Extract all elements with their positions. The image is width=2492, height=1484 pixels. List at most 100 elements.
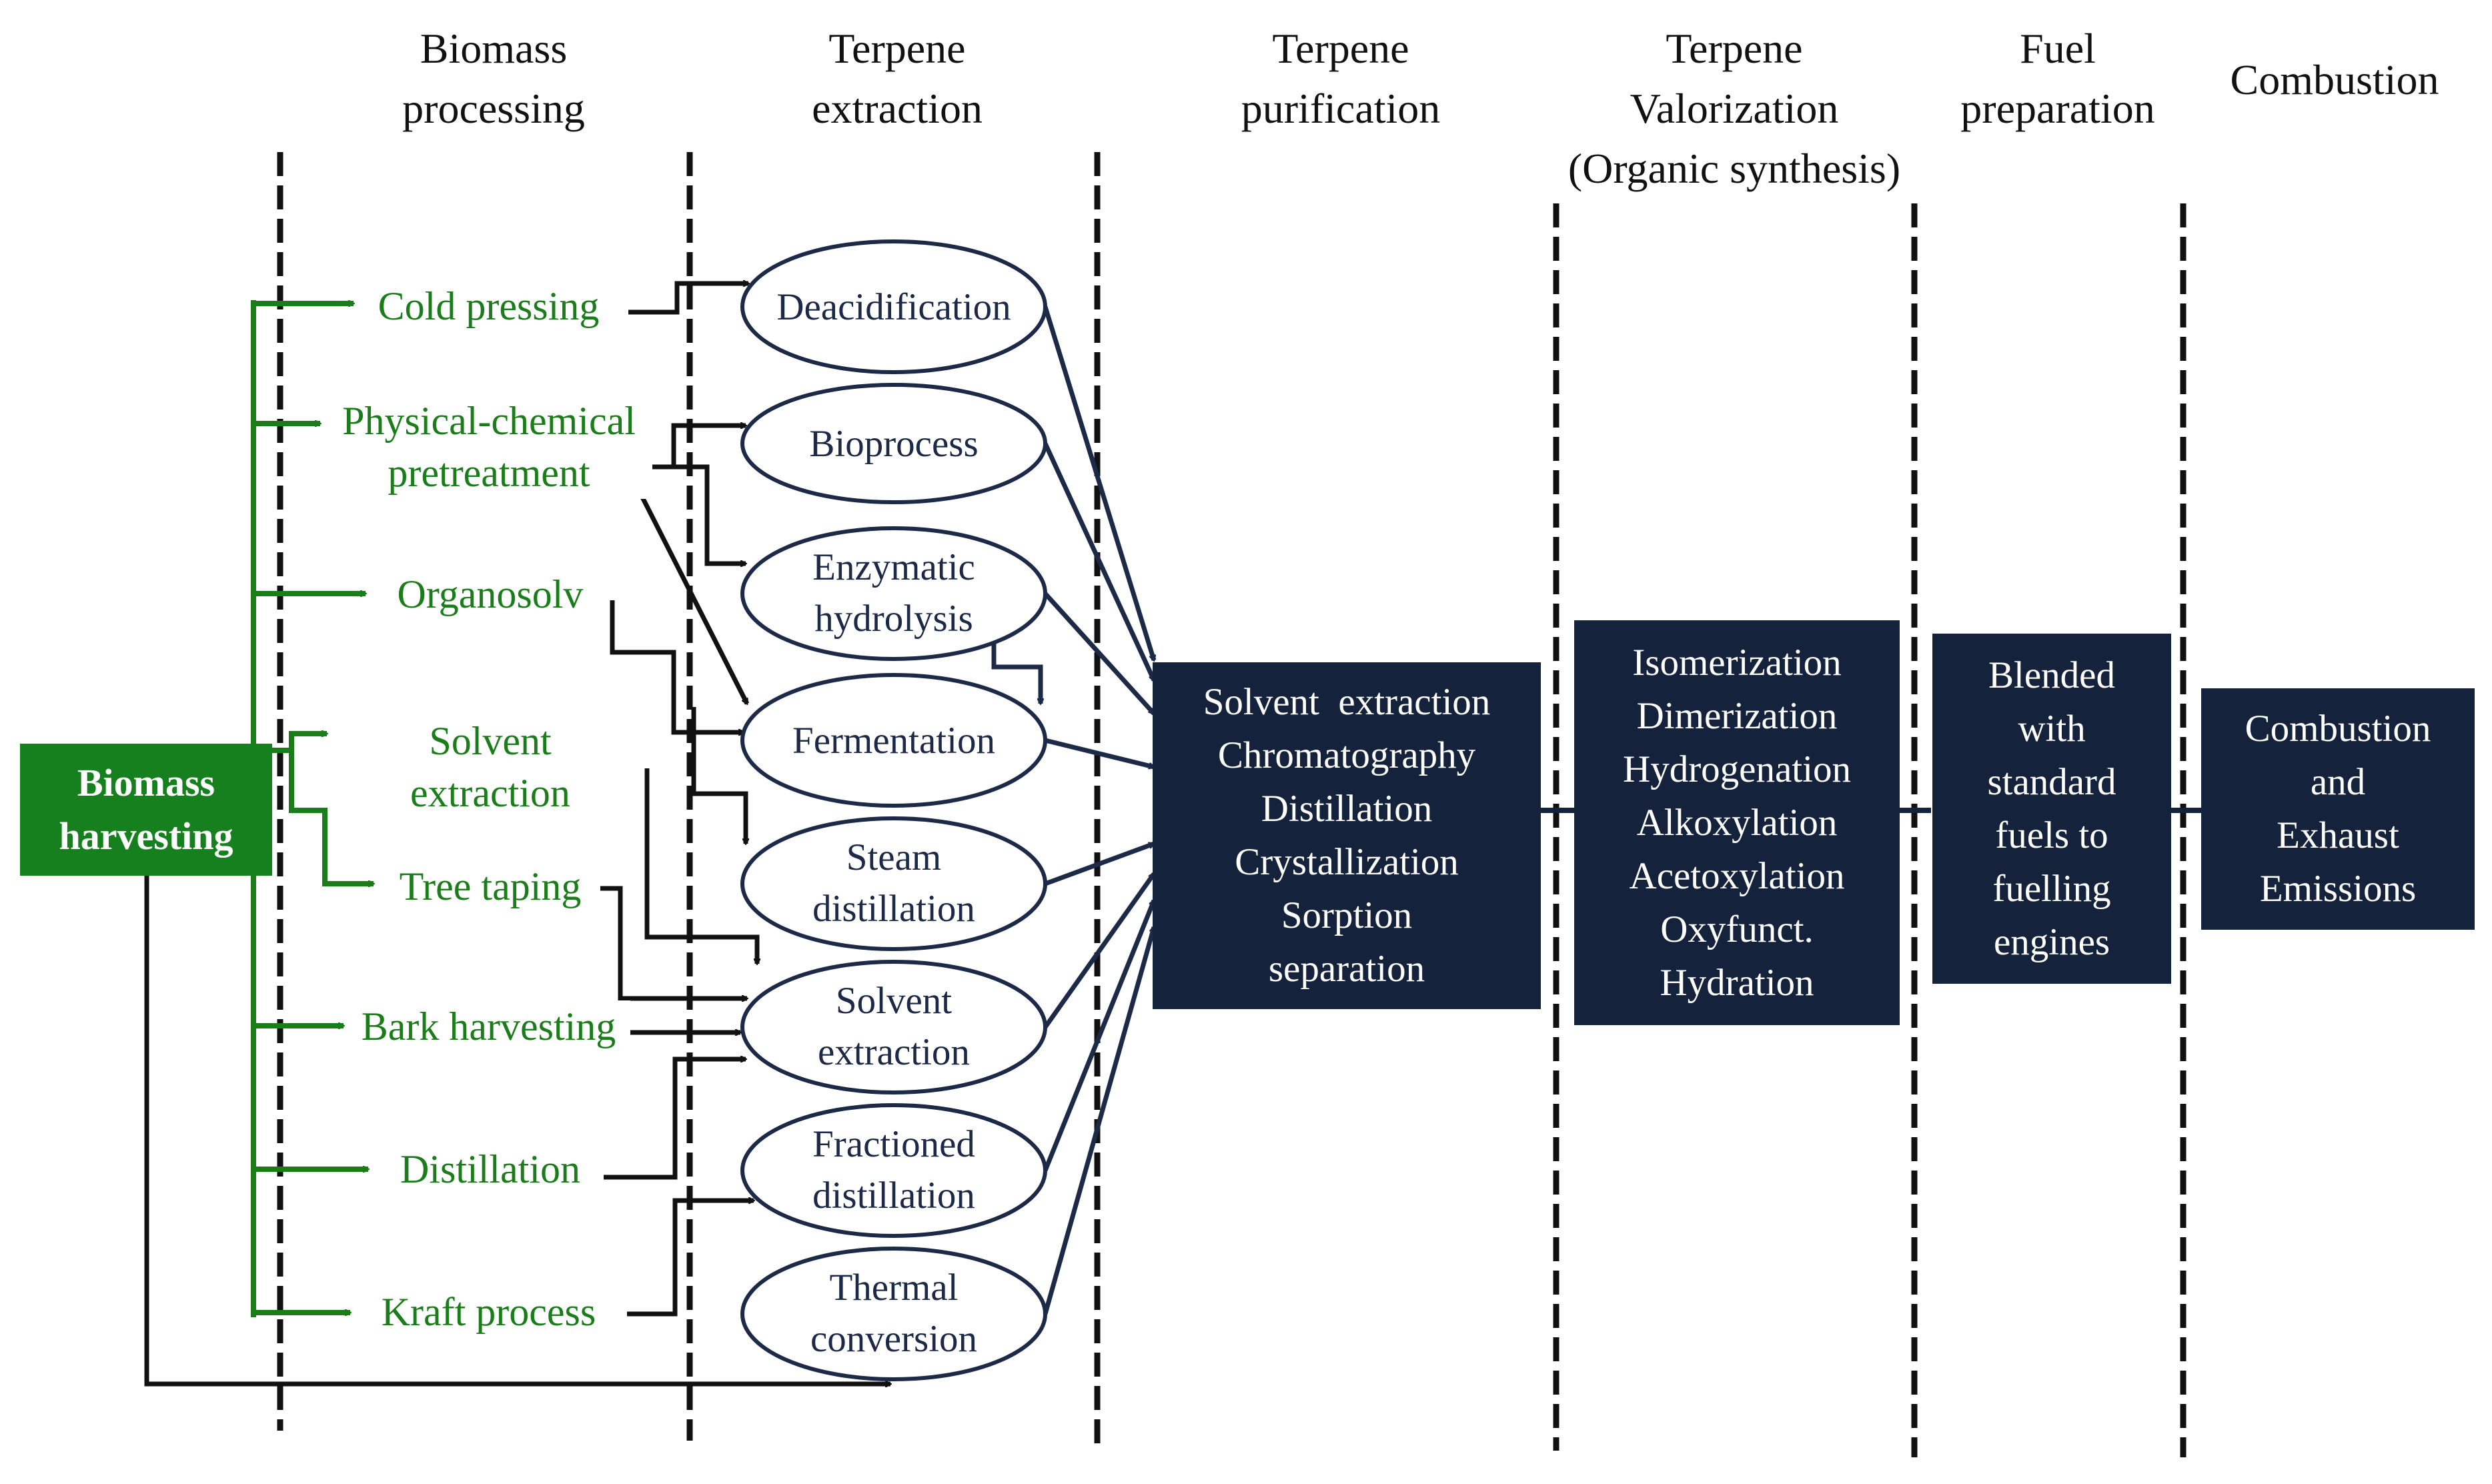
header-line: Valorization	[1630, 85, 1839, 132]
header-combustion: Combustion	[2195, 50, 2475, 110]
step-line: Distillation	[400, 1147, 580, 1191]
header-terpene-extraction: Terpene extraction	[757, 19, 1037, 139]
step-line: Bark harvesting	[361, 1004, 616, 1048]
purification-line: Chromatography	[1217, 734, 1476, 776]
step-line: pretreatment	[388, 451, 590, 495]
navy-arrow	[1043, 900, 1157, 1172]
black-arrow	[644, 768, 757, 964]
valorization-line: Hydrogenation	[1623, 748, 1851, 790]
header-terpene-purification: Terpene purification	[1187, 19, 1494, 139]
black-arrow	[610, 600, 744, 732]
valorization-line: Alkoxylation	[1636, 801, 1838, 844]
header-fuel-preparation: Fuel preparation	[1931, 19, 2185, 139]
header-line: Terpene	[1666, 25, 1803, 72]
fuel-line: standard	[1987, 760, 2116, 803]
fuel-line: fuelling	[1992, 867, 2111, 910]
valorization-line: Oxyfunct.	[1660, 908, 1814, 950]
step-organosolv: Organosolv	[380, 568, 600, 620]
combustion-line: Emissions	[2259, 868, 2417, 910]
oval-line: Fermentation	[792, 720, 995, 762]
header-line: extraction	[812, 85, 983, 132]
column-separators	[277, 152, 2187, 1457]
step-solvent-extraction: Solvent extraction	[380, 715, 600, 819]
oval-line: distillation	[812, 888, 975, 930]
step-bark-harvesting: Bark harvesting	[347, 1000, 630, 1052]
valorization-line: Dimerization	[1636, 694, 1838, 737]
combustion-line: and	[2310, 761, 2366, 803]
start-box-line: Biomass	[77, 761, 215, 804]
oval-label-fractioned-distillation: Fractioned distillation	[747, 1119, 1041, 1221]
combustion-line: Exhaust	[2277, 814, 2399, 856]
purification-line: Sorption	[1281, 894, 1413, 936]
black-arrow	[628, 283, 748, 315]
navy-arrow	[991, 644, 1041, 704]
header-line: Terpene	[1272, 25, 1409, 72]
fuel-line: Blended	[1988, 654, 2115, 696]
step-distillation: Distillation	[380, 1143, 600, 1195]
navy-arrow	[1043, 927, 1154, 1315]
step-line: Solvent	[429, 719, 552, 763]
oval-label-deacidification: Deacidification	[747, 281, 1041, 333]
black-arrow	[637, 464, 746, 564]
purification-line: separation	[1268, 948, 1425, 990]
navy-arrow	[1044, 841, 1154, 886]
header-line: Biomass	[420, 25, 568, 72]
oval-line: Steam	[846, 836, 942, 878]
extraction-ovals	[740, 239, 1047, 1381]
step-line: Organosolv	[397, 572, 584, 616]
header-line: processing	[402, 85, 585, 132]
purification-line: Crystallization	[1235, 841, 1459, 883]
step-line: Cold pressing	[378, 284, 600, 328]
start-box-line: harvesting	[59, 814, 233, 858]
oval-line: conversion	[810, 1318, 978, 1360]
navy-arrow	[1045, 738, 1154, 767]
black-arrow	[691, 707, 746, 844]
oval-label-enzymatic-hydrolysis: Enzymatic hydrolysis	[747, 542, 1041, 644]
navy-arrow	[1043, 592, 1156, 716]
oval-line: distillation	[812, 1175, 975, 1217]
fuel-line: fuels to	[1995, 814, 2108, 856]
oval-line: extraction	[818, 1031, 970, 1073]
navy-arrow	[1043, 874, 1156, 1029]
step-tree-taping: Tree taping	[380, 860, 600, 912]
oval-line: Fractioned	[812, 1123, 975, 1165]
step-line: Tree taping	[399, 864, 582, 908]
fuel-line: with	[2018, 707, 2086, 750]
black-arrow	[604, 1059, 746, 1180]
step-line: extraction	[410, 771, 570, 815]
navy-connectors	[991, 305, 1157, 1315]
purification-line: Distillation	[1261, 788, 1433, 830]
oval-label-fermentation: Fermentation	[747, 715, 1041, 766]
step-kraft-process: Kraft process	[360, 1286, 617, 1338]
valorization-line: Hydration	[1660, 961, 1814, 1004]
black-arrow	[144, 870, 890, 1384]
header-line: purification	[1241, 85, 1441, 132]
oval-label-steam-distillation: Steam distillation	[747, 832, 1041, 934]
biomass-harvesting-box: Biomass harvesting	[20, 744, 272, 876]
green-arrow	[289, 750, 374, 884]
valorization-line: Isomerization	[1632, 641, 1842, 684]
header-line: (Organic synthesis)	[1568, 145, 1901, 192]
navy-arrow	[1043, 442, 1157, 680]
header-biomass-processing: Biomass processing	[354, 19, 634, 139]
oval-line: Bioprocess	[809, 423, 979, 465]
oval-label-bioprocess: Bioprocess	[747, 418, 1041, 470]
black-arrow	[588, 886, 747, 998]
navy-arrow	[1043, 305, 1154, 660]
step-line: Kraft process	[381, 1290, 596, 1334]
header-line: preparation	[1960, 85, 2155, 132]
green-arrow	[289, 734, 327, 750]
header-line: Terpene	[828, 25, 966, 72]
black-arrow	[627, 1201, 754, 1317]
step-cold-pressing: Cold pressing	[364, 280, 614, 332]
header-line: Combustion	[2230, 56, 2439, 103]
oval-line: Enzymatic	[812, 546, 975, 588]
oval-line: Deacidification	[776, 286, 1011, 328]
oval-label-thermal-conversion: Thermal conversion	[747, 1262, 1041, 1365]
valorization-box: Isomerization Dimerization Hydrogenation…	[1574, 620, 1900, 1025]
oval-line: hydrolysis	[814, 598, 973, 640]
purification-box: Solvent extraction Chromatography Distil…	[1153, 662, 1541, 1009]
purification-line: Solvent extraction	[1203, 681, 1491, 723]
combustion-line: Combustion	[2245, 708, 2431, 750]
